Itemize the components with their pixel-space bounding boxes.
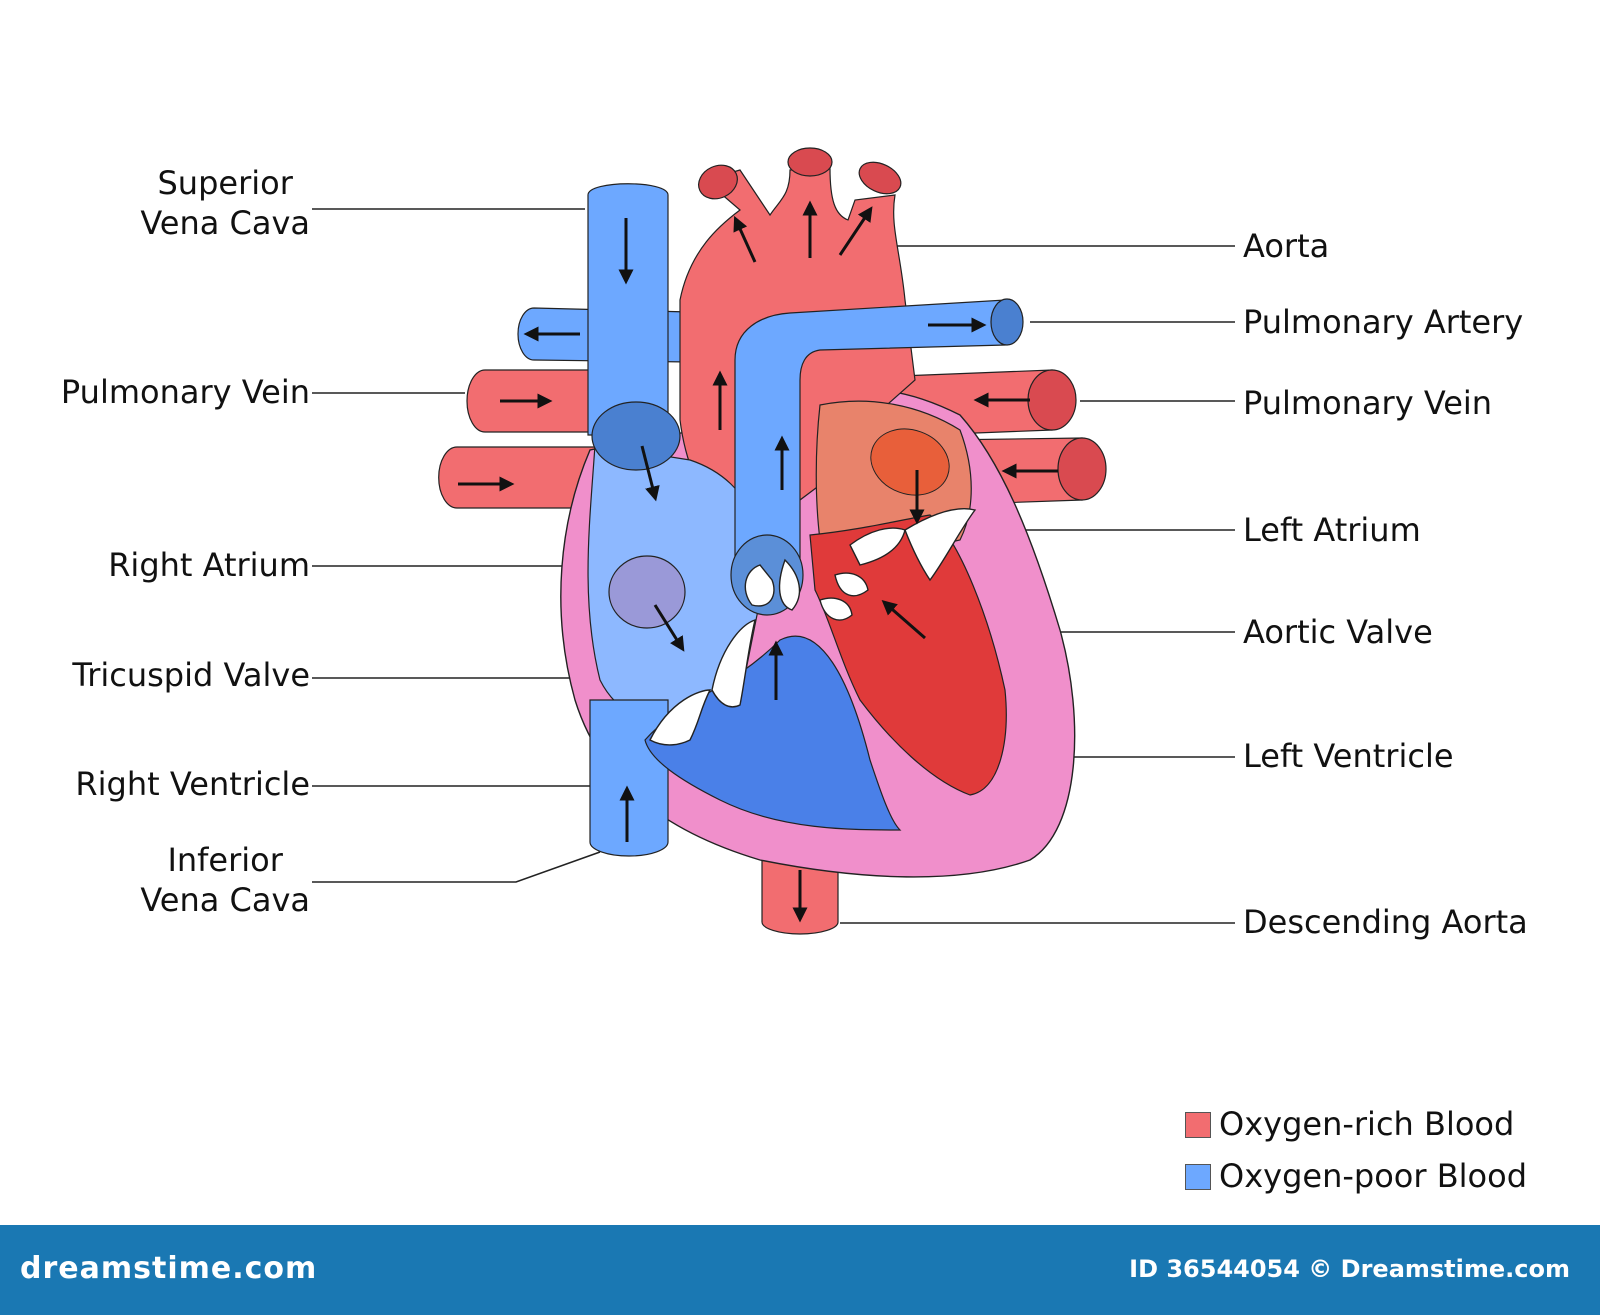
valves	[649, 508, 977, 746]
label-right-ventricle: Right Ventricle	[75, 765, 310, 803]
mitral-valve-leaflet-2	[904, 508, 977, 582]
label-superior-vena-cava: Superior Vena Cava	[140, 164, 310, 242]
right-ventricle	[644, 635, 902, 831]
aorta-branch-1	[698, 164, 738, 200]
arrow-aorta-branch-1	[733, 215, 757, 263]
label-aortic-valve: Aortic Valve	[1243, 613, 1433, 651]
aorta-branch-3	[858, 161, 902, 195]
label-left-atrium: Left Atrium	[1243, 511, 1421, 549]
aortic-valve-leaflet-4	[819, 597, 853, 621]
label-tricuspid-valve: Tricuspid Valve	[72, 656, 310, 694]
arrow-lv-to-aorta	[881, 600, 926, 640]
tricuspid-valve-leaflet-2	[711, 618, 756, 708]
label-descending-aorta: Descending Aorta	[1243, 903, 1528, 941]
legend-item-oxygen-poor: Oxygen-poor Blood	[1185, 1158, 1527, 1194]
tricuspid-valve-leaflet-1	[649, 689, 712, 746]
footer-logo[interactable]: dreamstime.com	[20, 1251, 318, 1286]
arrow-aorta-branch-3	[838, 206, 873, 256]
label-right-atrium: Right Atrium	[108, 546, 310, 584]
aorta-branch-2	[787, 147, 833, 177]
label-left-ventricle: Left Ventricle	[1243, 737, 1454, 775]
leader-inferior-vena-cava	[312, 851, 601, 883]
aortic-valve-leaflet-2	[778, 558, 801, 611]
footer-image-id: ID 36544054 © Dreamstime.com	[1129, 1255, 1570, 1283]
legend-label-oxygen-poor: Oxygen-poor Blood	[1219, 1157, 1527, 1195]
arrow-ra-1	[640, 445, 660, 502]
legend-label-oxygen-rich: Oxygen-rich Blood	[1219, 1105, 1515, 1143]
legend-swatch-oxygen-poor	[1185, 1164, 1211, 1190]
heart-diagram	[312, 147, 1235, 935]
label-aorta: Aorta	[1243, 227, 1330, 265]
label-inferior-vena-cava: Inferior Vena Cava	[140, 841, 310, 919]
arrow-ra-2	[653, 604, 685, 652]
left-atrium-inner	[870, 428, 950, 496]
aortic-valve-leaflet-1	[744, 564, 775, 607]
flow-arrows	[458, 200, 1058, 923]
legend-swatch-oxygen-rich	[1185, 1112, 1211, 1138]
label-pulmonary-vein-left: Pulmonary Vein	[60, 373, 310, 411]
footer-bar: dreamstime.com ID 36544054 © Dreamstime.…	[0, 1225, 1600, 1315]
label-pulmonary-artery: Pulmonary Artery	[1243, 303, 1524, 341]
aortic-valve-leaflet-3	[834, 572, 869, 597]
label-pulmonary-vein-right: Pulmonary Vein	[1243, 384, 1493, 422]
inferior-vena-cava	[589, 699, 669, 857]
legend-item-oxygen-rich: Oxygen-rich Blood	[1185, 1106, 1514, 1142]
